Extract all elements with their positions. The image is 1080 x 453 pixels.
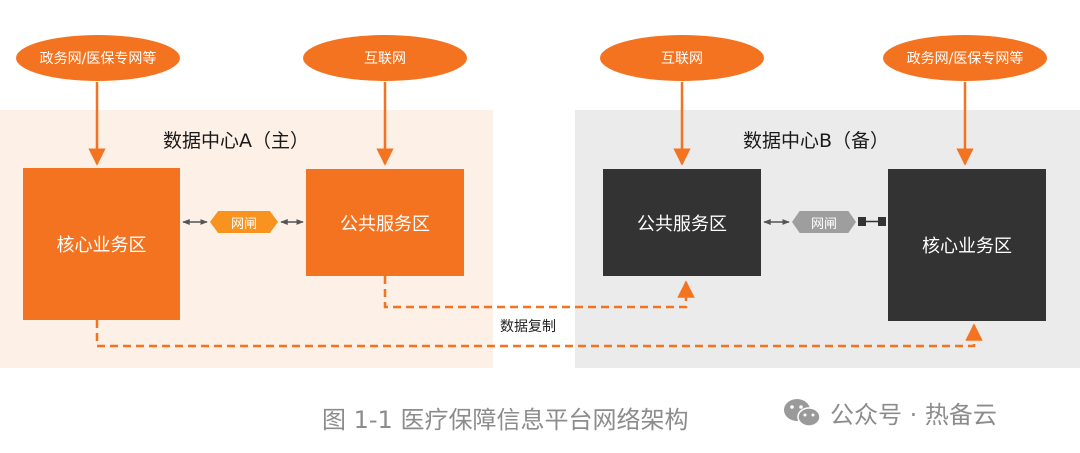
network-a-right: 互联网 — [303, 35, 467, 81]
network-a-left: 政务网/医保专网等 — [16, 35, 180, 81]
zone-b-title: 数据中心B（备） — [743, 130, 890, 152]
replication-label: 数据复制 — [500, 319, 556, 335]
gateway-b: 网闸 — [792, 211, 856, 233]
zone-a-title: 数据中心A（主） — [163, 130, 309, 152]
replication-core-path — [95, 320, 983, 348]
figure-caption: 图 1-1 医疗保障信息平台网络架构 — [322, 406, 689, 434]
network-b-left: 互联网 — [600, 35, 764, 81]
watermark: 公众号 · 热备云 — [782, 395, 997, 430]
b-core-business-box: 核心业务区 — [888, 169, 1046, 321]
a-public-service-box: 公共服务区 — [306, 169, 464, 276]
replication-public-path — [383, 276, 695, 309]
wechat-icon — [784, 398, 821, 427]
b-public-service-box: 公共服务区 — [603, 169, 761, 276]
link-b-gateway-core — [858, 217, 886, 226]
network-b-right: 政务网/医保专网等 — [883, 35, 1047, 81]
gateway-a: 网闸 — [210, 211, 278, 233]
watermark-text: 公众号 · 热备云 — [830, 401, 997, 429]
a-core-business-box: 核心业务区 — [23, 168, 180, 320]
